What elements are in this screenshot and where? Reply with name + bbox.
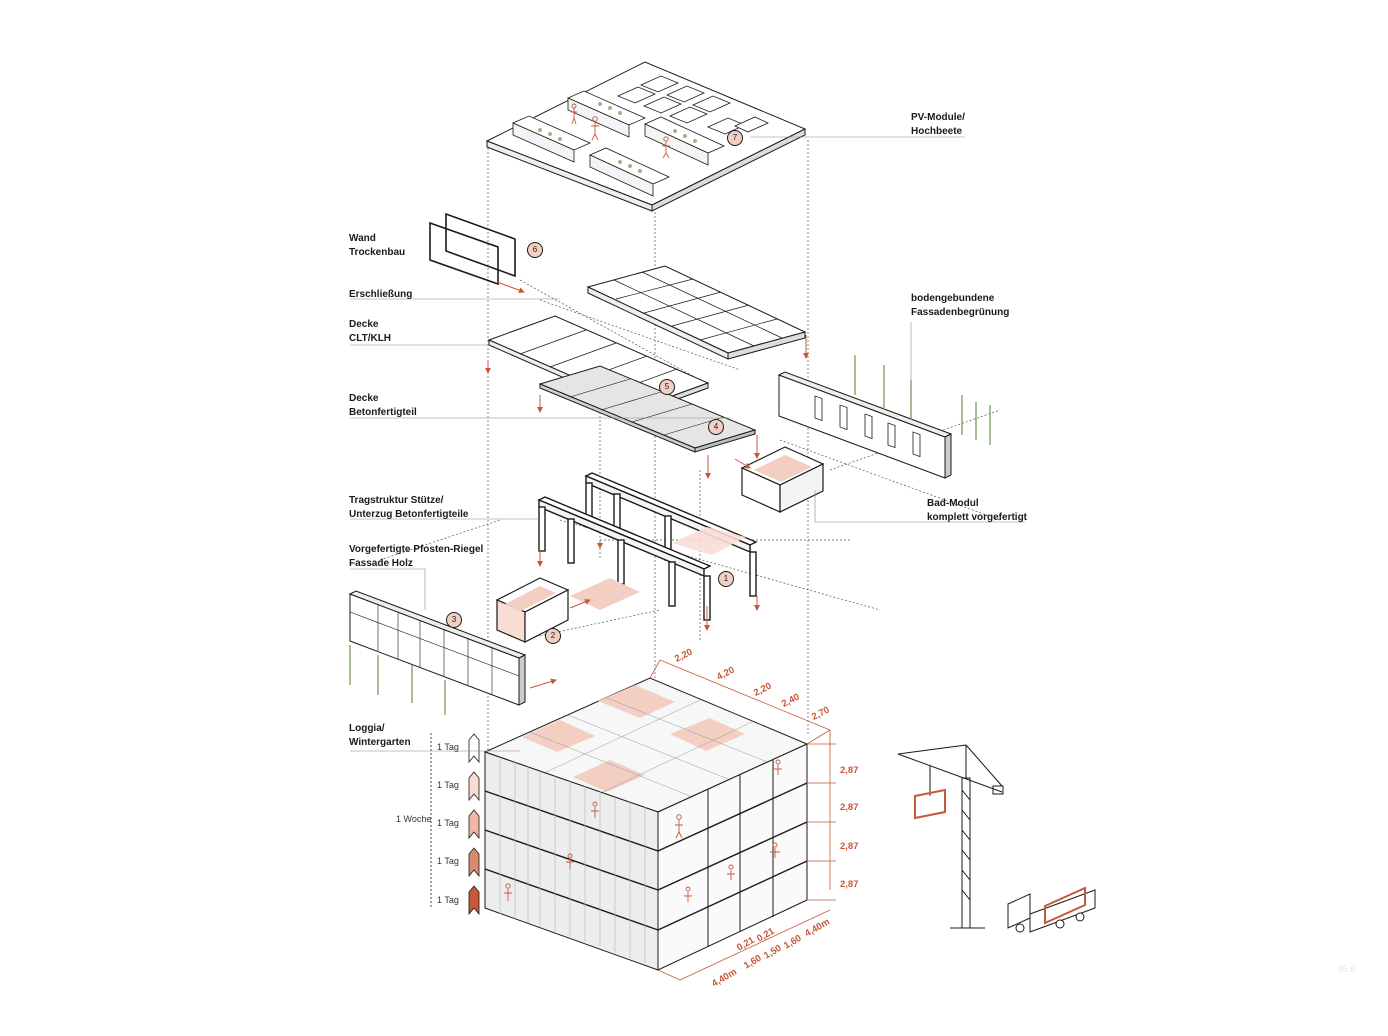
timeline-week: 1 Woche	[396, 814, 432, 824]
crane	[897, 744, 1004, 929]
marker-5: 5	[659, 379, 675, 395]
dim-floor-2: 2,87	[840, 802, 859, 813]
timeline-arrows	[430, 733, 480, 916]
truck	[1007, 886, 1096, 933]
corridor-highlight	[570, 578, 640, 610]
facade-greening-panel	[777, 355, 991, 479]
marker-3: 3	[446, 612, 462, 628]
timeline-day-1: 1 Tag	[437, 742, 459, 752]
dim-floor-1: 2,87	[840, 765, 859, 776]
label-pv-modules: PV-Module/Hochbeete	[911, 112, 965, 137]
drywall-panels	[429, 212, 516, 286]
leader-lines	[350, 136, 1025, 752]
dimension-lines	[649, 659, 836, 981]
marker-1: 1	[718, 571, 734, 587]
marker-6: 6	[527, 242, 543, 258]
marker-2: 2	[545, 628, 561, 644]
marker-7: 7	[727, 130, 743, 146]
timeline-day-3: 1 Tag	[437, 818, 459, 828]
roof-pv-layer	[485, 61, 807, 212]
erschliessung-slab	[586, 265, 807, 360]
bathroom-module	[495, 577, 570, 643]
building-block	[483, 677, 809, 971]
label-tragstruktur: Tragstruktur Stütze/Unterzug Betonfertig…	[349, 495, 469, 520]
dim-floor-3: 2,87	[840, 841, 859, 852]
column-beam-structure	[537, 472, 758, 621]
timeline-day-5: 1 Tag	[437, 895, 459, 905]
dim-floor-4: 2,87	[840, 879, 859, 890]
label-loggia: Loggia/Wintergarten	[349, 723, 411, 748]
timber-facade-panel	[348, 590, 527, 715]
arrows	[485, 281, 809, 689]
timeline-day-2: 1 Tag	[437, 780, 459, 790]
timeline-day-4: 1 Tag	[437, 856, 459, 866]
label-erschliessung: Erschließung	[349, 289, 413, 300]
marker-4: 4	[708, 419, 724, 435]
page-number: 05.6	[1338, 964, 1356, 974]
bathroom-module-upper	[740, 446, 825, 513]
